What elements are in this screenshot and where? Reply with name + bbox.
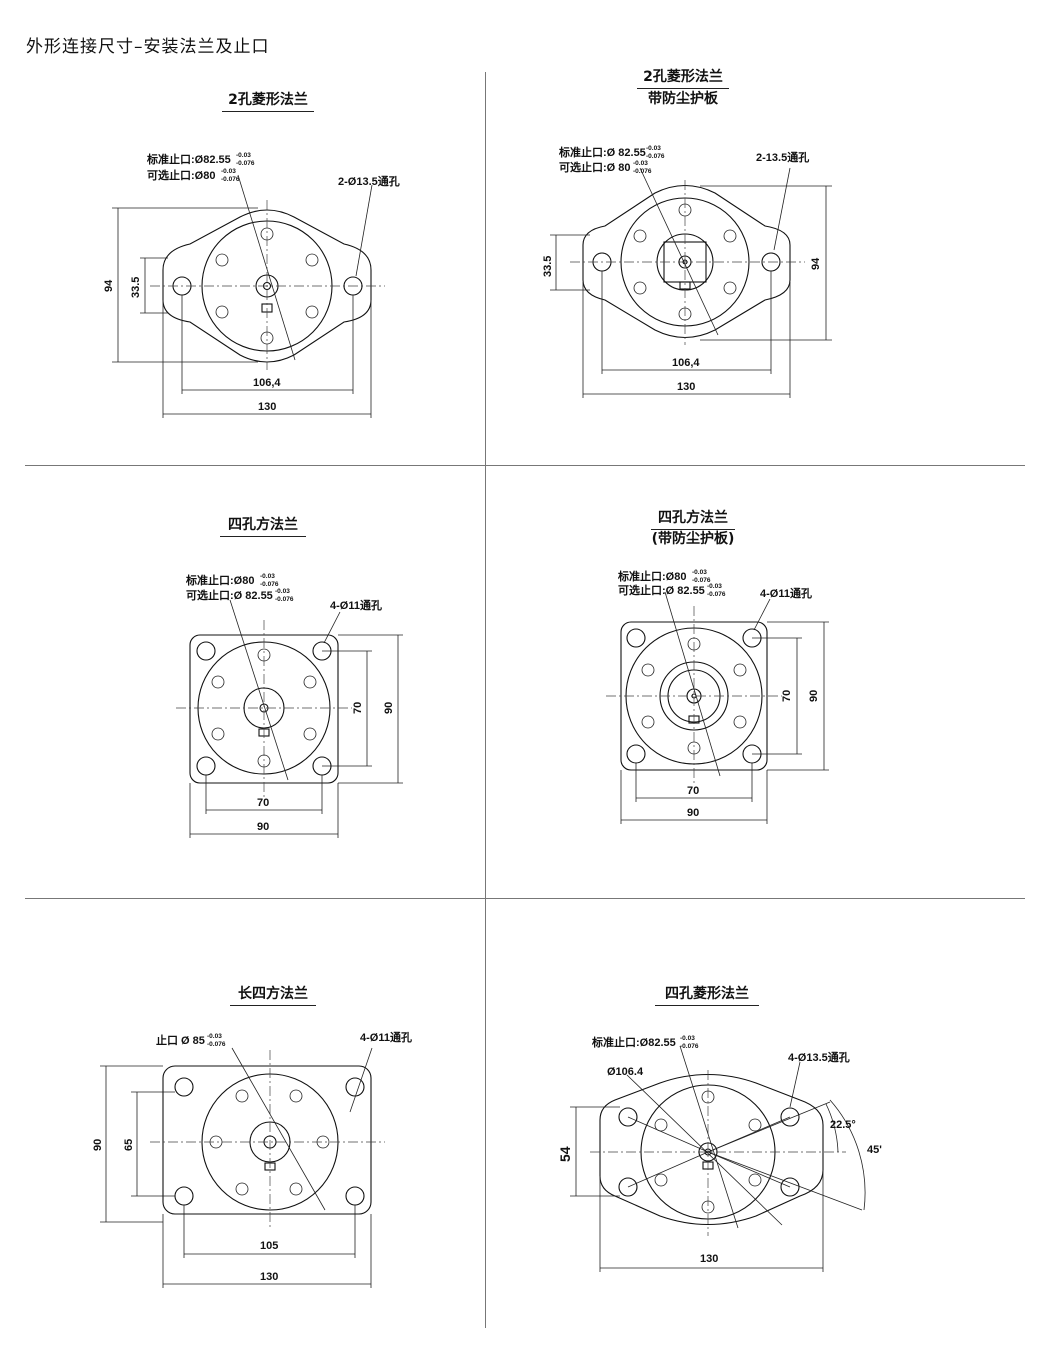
svg-text:70: 70 xyxy=(687,785,699,797)
svg-text:-0.076: -0.076 xyxy=(692,577,711,584)
svg-text:106,4: 106,4 xyxy=(253,377,281,389)
angle-arc-small xyxy=(825,1103,839,1153)
svg-text:-0.03: -0.03 xyxy=(633,160,648,167)
pilot-std-label: 标准止口:Ø80 xyxy=(617,569,686,583)
svg-text:-0.076: -0.076 xyxy=(236,160,255,167)
svg-text:-0.076: -0.076 xyxy=(207,1041,226,1048)
svg-text:-0.03: -0.03 xyxy=(680,1035,695,1042)
svg-text:90: 90 xyxy=(92,1139,104,1151)
pilot-std-label: 标准止口:Ø 82.55 xyxy=(558,145,646,159)
svg-text:33.5: 33.5 xyxy=(542,256,554,277)
mount-holes xyxy=(618,1107,800,1197)
svg-text:130: 130 xyxy=(260,1271,278,1283)
svg-text:106,4: 106,4 xyxy=(672,357,700,369)
mount-holes xyxy=(174,1077,365,1206)
diamond-flange-outline xyxy=(582,185,791,338)
svg-text:65: 65 xyxy=(123,1139,135,1151)
pilot-std-label: 标准止口:Ø80 xyxy=(185,573,254,587)
panel-3-title: 四孔方法兰 xyxy=(220,514,306,537)
svg-text:70: 70 xyxy=(257,797,269,809)
vertical-divider xyxy=(485,72,486,1328)
svg-text:130: 130 xyxy=(258,401,276,413)
panel-2-subtitle: 带防尘护板 xyxy=(648,91,718,107)
pilot-opt-label: 可选止口:Ø 82.55 xyxy=(618,583,705,597)
svg-text:33.5: 33.5 xyxy=(130,277,142,298)
panel-2-title: 2孔菱形法兰 xyxy=(637,66,729,89)
svg-text:-0.076: -0.076 xyxy=(680,1043,699,1050)
holes-label: 4-Ø11通孔 xyxy=(760,587,812,600)
svg-text:-0.076: -0.076 xyxy=(707,591,726,598)
svg-text:90: 90 xyxy=(687,807,699,819)
panel-4-title: 四孔方法兰 xyxy=(651,507,735,530)
svg-text:105: 105 xyxy=(260,1240,278,1252)
pilot-opt-label: 可选止口:Ø80 xyxy=(147,168,215,182)
horizontal-divider-middle xyxy=(25,898,1025,899)
pilot-std-label: 标准止口:Ø82.55 xyxy=(591,1035,676,1049)
bolt-circle-label: Ø106.4 xyxy=(607,1066,644,1078)
svg-text:130: 130 xyxy=(677,381,695,393)
svg-text:90: 90 xyxy=(383,702,395,714)
pilot-opt-label: 可选止口:Ø 80 xyxy=(559,160,631,174)
svg-text:-0.076: -0.076 xyxy=(633,168,652,175)
svg-text:130: 130 xyxy=(700,1253,718,1265)
panel-3-drawing: 标准止口:Ø80 -0.03 -0.076 可选止口:Ø 82.55 -0.03… xyxy=(176,573,403,838)
angle-arc-large xyxy=(829,1099,866,1211)
pilot-opt-label: 可选止口:Ø 82.55 xyxy=(186,588,273,602)
svg-text:-0.03: -0.03 xyxy=(221,168,236,175)
panel-6-drawing: 标准止口:Ø82.55 -0.03 -0.076 Ø106.4 4-Ø13.5通… xyxy=(557,1035,882,1272)
bolt-circle-rays xyxy=(627,1101,863,1211)
holes-label: 4-Ø11通孔 xyxy=(330,599,382,612)
svg-text:-0.03: -0.03 xyxy=(260,573,275,580)
holes-label: 2-13.5通孔 xyxy=(756,151,809,164)
rect-flange-outline xyxy=(162,1065,372,1215)
panel-1-drawing: 标准止口:Ø82.55 -0.03 -0.076 可选止口:Ø80 -0.03 … xyxy=(103,152,400,418)
angle-large-label: 45' xyxy=(867,1144,882,1156)
holes-label: 4-Ø11通孔 xyxy=(360,1031,412,1044)
panel-4-subtitle: (带防尘护板) xyxy=(651,531,735,547)
svg-text:94: 94 xyxy=(810,257,822,270)
svg-text:70: 70 xyxy=(781,690,793,702)
panel-6-title: 四孔菱形法兰 xyxy=(655,983,759,1006)
svg-text:-0.03: -0.03 xyxy=(707,583,722,590)
svg-text:-0.076: -0.076 xyxy=(275,596,294,603)
holes-label: 4-Ø13.5通孔 xyxy=(788,1051,850,1064)
svg-text:-0.03: -0.03 xyxy=(236,152,251,159)
panel-5-drawing: 止口 Ø 85 -0.03 -0.076 4-Ø11通孔 90 65 105 1… xyxy=(92,1031,412,1288)
port-holes xyxy=(209,1089,330,1196)
panel-2-drawing: 标准止口:Ø 82.55 -0.03 -0.076 可选止口:Ø 80 -0.0… xyxy=(542,145,832,398)
svg-text:90: 90 xyxy=(257,821,269,833)
page-title: 外形连接尺寸–安装法兰及止口 xyxy=(26,37,270,57)
svg-text:-0.03: -0.03 xyxy=(207,1033,222,1040)
panel-4-drawing: 标准止口:Ø80 -0.03 -0.076 可选止口:Ø 82.55 -0.03… xyxy=(606,569,829,824)
holes-label: 2-Ø13.5通孔 xyxy=(338,175,400,188)
svg-text:54: 54 xyxy=(557,1146,573,1162)
svg-text:70: 70 xyxy=(352,702,364,714)
angle-small-label: 22.5° xyxy=(830,1119,856,1131)
horizontal-divider-top xyxy=(25,465,1025,466)
svg-text:94: 94 xyxy=(103,279,115,292)
pilot-label: 止口 Ø 85 xyxy=(156,1033,205,1047)
svg-text:-0.076: -0.076 xyxy=(221,176,240,183)
svg-text:90: 90 xyxy=(808,690,820,702)
svg-text:-0.03: -0.03 xyxy=(275,588,290,595)
pilot-std-label: 标准止口:Ø82.55 xyxy=(146,152,231,166)
svg-text:-0.076: -0.076 xyxy=(260,581,279,588)
svg-text:-0.03: -0.03 xyxy=(646,145,661,152)
panel-5-title: 长四方法兰 xyxy=(230,983,316,1006)
panel-1-title: 2孔菱形法兰 xyxy=(222,89,314,112)
svg-text:-0.03: -0.03 xyxy=(692,569,707,576)
svg-text:-0.076: -0.076 xyxy=(646,153,665,160)
